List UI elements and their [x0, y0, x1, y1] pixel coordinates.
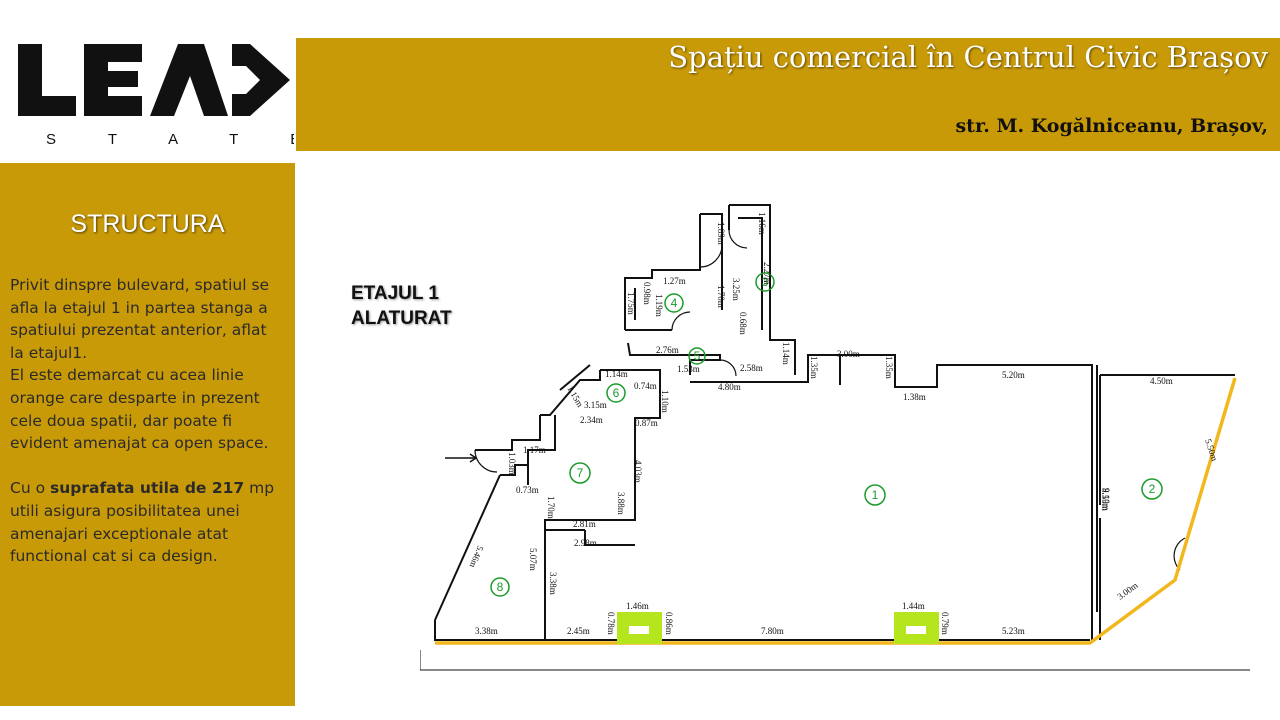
dim-label: 2.76m [656, 345, 679, 355]
dim-label: 2.27m [762, 262, 772, 285]
dim-label: 4.80m [718, 382, 741, 392]
dim-label: 0.87m [635, 418, 658, 428]
floor-label: ETAJUL 1 ALATURAT [351, 281, 452, 331]
floor-label-line1: ETAJUL 1 [351, 283, 439, 304]
dim-label: 0.68m [738, 312, 748, 335]
dim-label: 1.15m [565, 384, 585, 409]
dim-label: 3.38m [475, 626, 498, 636]
dim-label: 1.70m [546, 496, 556, 519]
dim-label: 1.75m [626, 292, 636, 315]
sidebar-panel: STRUCTURA Privit dinspre bulevard, spati… [0, 163, 295, 706]
dim-label: 4.03m [633, 460, 643, 483]
title-bar: Spațiu comercial în Centrul Civic Brașov… [296, 38, 1280, 151]
dim-label: 1.70m [716, 285, 726, 308]
floor-plan: 3 4 5 6 7 1 2 8 1.16m 1.89m 2.27m 3.25m … [420, 204, 1250, 671]
description-paragraph-1: Privit dinspre bulevard, spatiul se afla… [10, 276, 270, 362]
dim-label: 0.78m [606, 612, 616, 635]
dim-label: 1.27m [663, 276, 686, 286]
room-4-label: 4 [671, 296, 678, 310]
dim-label: 3.88m [616, 492, 626, 515]
dim-label: 1.17m [523, 445, 546, 455]
dim-label: 0.73m [516, 485, 539, 495]
room-7-label: 7 [577, 466, 584, 480]
dim-label: 3.25m [731, 278, 741, 301]
room-5-label: 5 [694, 349, 701, 363]
dim-label: 7.80m [761, 626, 784, 636]
dim-label: 1.89m [716, 222, 726, 245]
dimension-labels: 1.16m 1.89m 2.27m 3.25m 1.27m 0.98m 1.75… [468, 212, 1220, 636]
dim-label: 2.45m [567, 626, 590, 636]
dim-label: 0.74m [634, 381, 657, 391]
room-6-label: 6 [613, 386, 620, 400]
plan-walls [420, 204, 1250, 671]
page-title: Spațiu comercial în Centrul Civic Brașov [668, 40, 1268, 74]
dim-label: 2.98m [574, 538, 597, 548]
dim-label: 3.00m [1115, 580, 1139, 601]
dim-label: 1.03m [507, 452, 517, 475]
dim-label: 1.35m [809, 356, 819, 379]
columns [617, 612, 939, 644]
dim-label: 1.35m [884, 356, 894, 379]
dim-label: 3.00m [837, 349, 860, 359]
room-number-labels: 3 4 5 6 7 1 2 8 [497, 275, 1156, 594]
dim-label: 1.19m [654, 294, 664, 317]
dim-label: 4.50m [1150, 376, 1173, 386]
dim-label: 3.38m [548, 572, 558, 595]
surface-prefix: Cu o [10, 479, 50, 498]
description-text: Privit dinspre bulevard, spatiul se afla… [10, 274, 282, 568]
room-numbers [490, 272, 1163, 597]
floor-label-line2: ALATURAT [351, 308, 452, 329]
dim-label: 2.81m [573, 519, 596, 529]
room-8-label: 8 [497, 580, 504, 594]
dim-label: 1.10m [660, 390, 670, 413]
sidebar-heading: STRUCTURA [70, 210, 225, 238]
description-paragraph-2: El este demarcat cu acea linie orange ca… [10, 366, 269, 453]
room-3-label: 3 [762, 275, 769, 289]
dim-label: 5.46m [468, 544, 486, 569]
dim-label: 9.10m [1101, 488, 1111, 511]
lead-estate-logo: E S T A T E [14, 44, 294, 148]
surface-highlight: suprafata utila de 217 [49, 479, 245, 498]
dim-label: 1.44m [902, 601, 925, 611]
dim-label: 1.46m [626, 601, 649, 611]
dim-label: 1.14m [781, 342, 791, 365]
address-text: str. M. Kogălniceanu, Brașov, [955, 115, 1268, 137]
dim-label: 0.79m [940, 612, 950, 635]
dim-label: 1.53m [677, 364, 700, 374]
dim-label: 3.15m [584, 400, 607, 410]
dim-label: 1.16m [757, 212, 767, 235]
demarcation-line [435, 377, 1237, 645]
description-paragraph-3: Cu o suprafata utila de 217 mp utili asi… [10, 477, 282, 567]
dim-label: 5.23m [1002, 626, 1025, 636]
dim-label: 5.07m [528, 548, 538, 571]
room-2-label: 2 [1149, 482, 1156, 496]
dim-label: 1.14m [605, 369, 628, 379]
dim-label: 0.98m [642, 282, 652, 305]
surface-suffix: mp utili asigura posibilitatea unei amen… [10, 479, 275, 566]
dim-label: 2.34m [580, 415, 603, 425]
dim-label: 5.20m [1002, 370, 1025, 380]
dim-label: 0.86m [664, 612, 674, 635]
dim-label: 8.53m [1100, 488, 1110, 511]
dim-label: 2.58m [740, 363, 763, 373]
logo-subtext: E S T A T E [14, 131, 294, 148]
room-1-label: 1 [872, 488, 879, 502]
dim-label: 1.38m [903, 392, 926, 402]
